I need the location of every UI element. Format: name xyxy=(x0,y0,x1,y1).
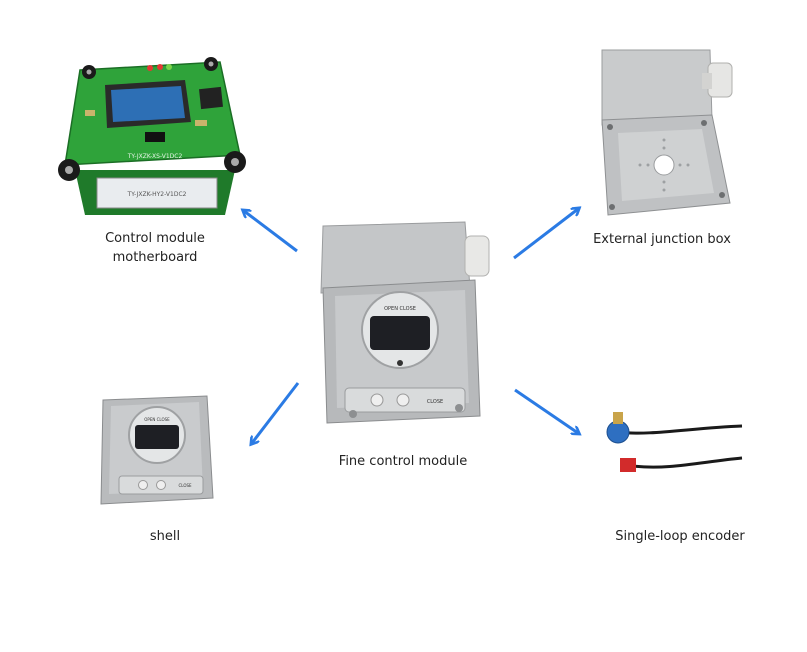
module-button-text: CLOSE xyxy=(427,399,443,405)
junction-box-label: External junction box xyxy=(593,232,731,247)
junction-box-photo xyxy=(590,45,740,220)
motherboard-label: Control module motherboard xyxy=(95,229,215,267)
module-display-text: OPEN CLOSE xyxy=(384,306,416,312)
pcb-text-1: TY-JXZK-XS-V1DC2 xyxy=(127,153,183,160)
pcb-text-2: TY-JXZK-HY2-V1DC2 xyxy=(127,191,187,198)
shell-photo: OPEN CLOSE CLOSE xyxy=(95,390,215,508)
motherboard-label-line1: Control module xyxy=(105,231,205,246)
arrow-to-shell xyxy=(252,382,300,443)
encoder-photo xyxy=(590,400,745,485)
arrow-to-encoder xyxy=(514,388,578,433)
encoder-label: Single-loop encoder xyxy=(615,529,745,544)
arrow-to-motherboard xyxy=(244,211,298,253)
shell-label: shell xyxy=(149,529,181,544)
arrow-to-junction-box xyxy=(513,209,578,260)
fine-control-module-label: Fine control module xyxy=(338,454,468,469)
motherboard-photo: TY-JXZK-HY2-V1DC2 TY-JXZK-XS-V1DC2 xyxy=(45,50,255,225)
motherboard-label-line2: motherboard xyxy=(112,250,198,265)
fine-control-module-photo: OPEN CLOSE CLOSE xyxy=(315,218,495,428)
shell-display-text: OPEN CLOSE xyxy=(144,417,170,422)
shell-button-text: CLOSE xyxy=(178,483,192,488)
